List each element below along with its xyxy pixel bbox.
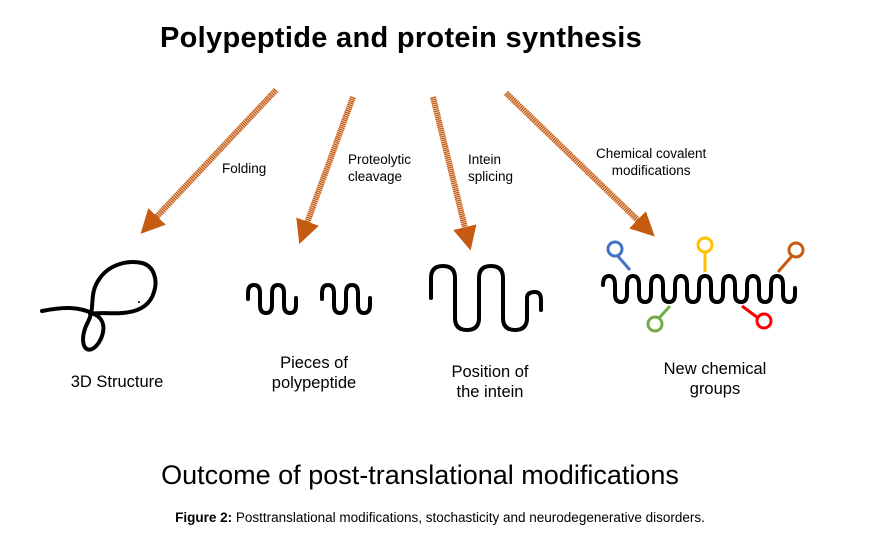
chemical-group-yellow <box>696 236 714 272</box>
chemical-group-red <box>741 304 773 330</box>
process-arrows <box>140 87 655 251</box>
arrow-splicing <box>430 96 477 251</box>
folded-chain-3d-structure <box>40 260 158 352</box>
figure-caption: Figure 2: Posttranslational modification… <box>120 510 760 526</box>
chain-dot <box>138 301 140 303</box>
process-label-chemical-modifications: Chemical covalent modifications <box>596 146 707 178</box>
outcome-subtitle: Outcome of post-translational modificati… <box>161 460 679 490</box>
outcome-label-pieces: Pieces of polypeptide <box>271 354 357 392</box>
outcome-label-intein-position: Position of the intein <box>451 363 529 401</box>
polypeptide-piece-right <box>320 282 372 316</box>
intein-wave <box>429 264 543 332</box>
chemical-group-green <box>646 304 672 333</box>
arrow-folding <box>140 87 279 234</box>
outcome-label-chemical-groups: New chemical groups <box>663 360 767 398</box>
process-label-intein-splicing: Intein splicing <box>468 152 514 184</box>
arrow-cleavage <box>296 95 356 245</box>
process-label-proteolytic-cleavage: Proteolytic cleavage <box>348 152 412 184</box>
caption-label: Figure 2: <box>175 510 233 525</box>
caption-text: Posttranslational modifications, stochas… <box>232 510 705 525</box>
outcome-label-3d-structure: 3D Structure <box>70 373 164 391</box>
chemical-group-brown <box>776 241 805 273</box>
diagram-title: Polypeptide and protein synthesis <box>160 22 643 54</box>
arrow-chemical <box>503 90 655 237</box>
modified-chain <box>601 273 797 305</box>
chemical-group-blue <box>606 240 632 271</box>
chemical-groups <box>606 236 805 333</box>
process-label-folding: Folding <box>222 161 267 176</box>
polypeptide-piece-left <box>246 282 298 316</box>
